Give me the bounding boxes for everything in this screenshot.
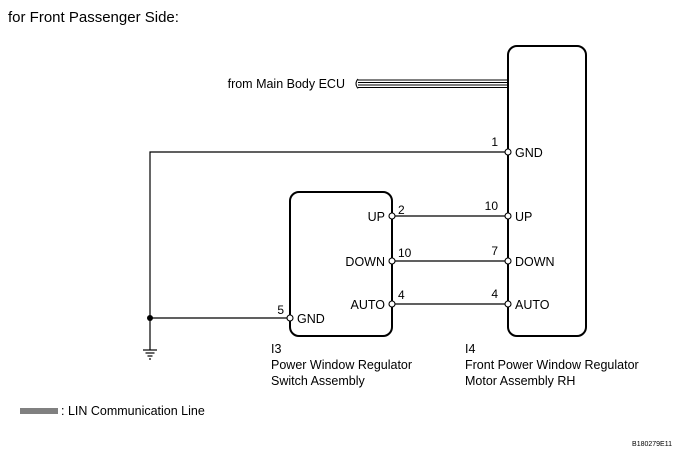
diagram-title: for Front Passenger Side: <box>8 9 179 26</box>
motor-terminal-auto <box>504 300 512 308</box>
motor-pin-label: DOWN <box>515 255 555 269</box>
switch-pin-label: DOWN <box>345 255 385 269</box>
switch-terminal-down <box>388 257 396 265</box>
motor-pin-number: 7 <box>491 244 498 258</box>
motor-pin-label: AUTO <box>515 298 550 312</box>
motor-pin-number: 1 <box>491 135 498 149</box>
switch-pin-number: 2 <box>398 203 405 217</box>
motor-pin-label: GND <box>515 146 543 160</box>
switch-pin-number: 5 <box>277 303 284 317</box>
switch-name-line1: Power Window Regulator <box>271 358 412 372</box>
motor-pin-number: 4 <box>491 287 498 301</box>
figure-code: B180279E11 <box>632 441 672 448</box>
switch-pin-label: UP <box>368 210 385 224</box>
motor-terminal-down <box>504 257 512 265</box>
ground-icon <box>143 349 157 360</box>
motor-id: I4 <box>465 342 475 356</box>
legend-text: : LIN Communication Line <box>61 404 205 418</box>
lin-bus-line <box>355 78 508 89</box>
switch-terminal-gnd <box>286 314 294 322</box>
switch-pin-label: AUTO <box>351 298 386 312</box>
motor-pin-number: 10 <box>485 199 499 213</box>
motor-assembly-box <box>507 45 587 337</box>
motor-name-line1: Front Power Window Regulator <box>465 358 639 372</box>
ground-wire <box>147 151 508 350</box>
junction-dot <box>147 315 153 321</box>
motor-terminal-up <box>504 212 512 220</box>
switch-name-line2: Switch Assembly <box>271 374 366 388</box>
motor-pin-label: UP <box>515 210 532 224</box>
motor-name-line2: Motor Assembly RH <box>465 374 575 388</box>
switch-pin-label: GND <box>297 312 325 326</box>
switch-terminal-up <box>388 212 396 220</box>
switch-pin-number: 4 <box>398 288 405 302</box>
source-label: from Main Body ECU <box>228 77 345 91</box>
motor-terminal-gnd <box>504 148 512 156</box>
switch-terminal-auto <box>388 300 396 308</box>
switch-id: I3 <box>271 342 281 356</box>
lin-legend-icon <box>20 408 58 414</box>
switch-pin-number: 10 <box>398 246 412 260</box>
